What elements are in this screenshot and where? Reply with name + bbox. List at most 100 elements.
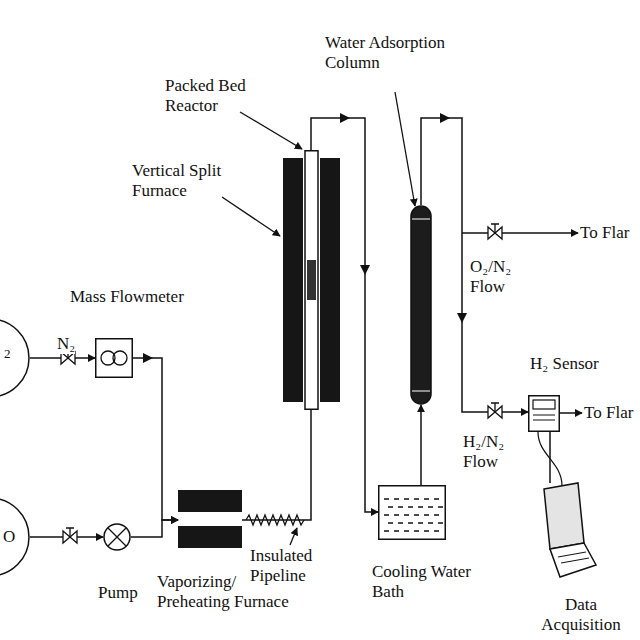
water-dash: [394, 498, 399, 500]
catalyst-bed: [307, 260, 316, 300]
water-dash: [414, 530, 419, 532]
insulation-zigzag: [246, 515, 304, 525]
flow-arrow: [457, 313, 467, 323]
pump-cross: [108, 528, 126, 546]
furnace-half: [178, 526, 242, 548]
gas-cylinder: 2: [0, 318, 30, 398]
flare-line: [462, 232, 578, 234]
leader-line: [395, 92, 415, 206]
pump-symbol: Pump: [103, 523, 131, 551]
sensor-detail: [533, 415, 555, 420]
valve-symbol: [488, 403, 502, 418]
cylinder-outline: [0, 319, 29, 397]
water-dash: [394, 514, 399, 516]
column-body: [411, 206, 431, 404]
flow-arrow: [360, 265, 370, 275]
part-label: Insulated Pipeline: [250, 546, 322, 586]
edge-label: H₂/N₂ Flow: [463, 432, 525, 472]
insulation-zigzag: [246, 515, 304, 525]
water-dash: [438, 506, 443, 508]
pipe-line: [420, 405, 422, 485]
furnace-half: [283, 158, 303, 402]
flowmeter-box: Mass Flowmeter: [95, 338, 133, 378]
furnace-half: [320, 158, 340, 402]
reactor-tube: [305, 151, 318, 410]
pipe-line: [133, 358, 178, 520]
water-dash: [434, 514, 439, 516]
water-dash: [384, 498, 389, 500]
sensor-display: [533, 400, 555, 409]
water-dash: [408, 506, 413, 508]
part-label: O₂/N₂ Flow: [470, 257, 532, 297]
adsorption-column: Water Adsorption Column: [410, 205, 432, 405]
water-dash: [438, 522, 443, 524]
flow-arrow: [340, 113, 350, 123]
node-label: O: [3, 527, 15, 547]
water-dash: [434, 530, 439, 532]
water-dash: [408, 522, 413, 524]
node-label: Water Adsorption Column: [325, 33, 457, 73]
water-dash: [404, 514, 409, 516]
cooling-bath: Cooling Water Bath: [378, 485, 446, 540]
valve-symbol: [488, 224, 502, 239]
water-dash: [388, 522, 393, 524]
flare-line: [560, 412, 582, 414]
reactor-furnace: Packed Bed ReactorVertical Split Furnace: [283, 150, 340, 410]
water-dash: [428, 506, 433, 508]
node-label: H₂ Sensor: [530, 354, 599, 374]
water-dash: [428, 522, 433, 524]
edge-label: N₂: [57, 334, 75, 354]
part-label: To Flar: [580, 223, 629, 243]
water-dash: [384, 530, 389, 532]
sensor-outline: [529, 396, 560, 432]
pump-symbol-shape: [103, 523, 131, 551]
signal-wire: [538, 432, 562, 486]
node-label: Packed Bed Reactor: [165, 76, 257, 116]
water-dash: [394, 530, 399, 532]
reactor-furnace-shape: [283, 150, 340, 410]
water-dash: [398, 522, 403, 524]
column-seam: [412, 219, 430, 391]
water-dash: [418, 522, 423, 524]
water-tank: O: [0, 497, 30, 577]
leader-line: [240, 112, 302, 149]
water-dash: [434, 498, 439, 500]
laptop-keys: [558, 552, 589, 563]
leader-line: [222, 197, 280, 236]
flow-arrow: [143, 353, 153, 363]
node-label: Cooling Water Bath: [372, 562, 484, 602]
water-dash: [398, 506, 403, 508]
flowmeter-outline: [96, 339, 133, 378]
water-dash: [388, 506, 393, 508]
node-label: Data Acquisition: [540, 595, 622, 635]
tank-outline: [0, 498, 29, 576]
water-dash: [424, 530, 429, 532]
laptop-icon: Data Acquisition: [540, 483, 598, 583]
flowmeter-rotor: [113, 351, 127, 365]
water-dash: [424, 498, 429, 500]
pipe-line: [131, 520, 178, 537]
cooling-bath-shape: [378, 485, 446, 540]
leader-line: [290, 528, 297, 545]
flowmeter-box-shape: [95, 338, 133, 378]
preheating-furnace-shape: [178, 490, 242, 548]
furnace-half: [178, 490, 242, 512]
water-dash: [414, 514, 419, 516]
h2-sensor-shape: [528, 395, 560, 432]
node-label: Vertical Split Furnace: [132, 161, 244, 201]
node-label: Mass Flowmeter: [70, 287, 184, 307]
valve-symbol: [63, 528, 77, 543]
preheating-furnace: Vaporizing/ Preheating Furnace: [178, 490, 242, 548]
node-label: Pump: [98, 583, 138, 603]
pump-outline: [104, 524, 130, 550]
water-dash: [404, 530, 409, 532]
water-dash: [414, 498, 419, 500]
water-dash: [384, 514, 389, 516]
bath-outline: [379, 486, 446, 540]
node-label: 2: [4, 344, 11, 364]
pipe-line: [242, 410, 311, 520]
water-dash: [404, 498, 409, 500]
water-dash: [424, 514, 429, 516]
laptop-screen: [544, 483, 584, 549]
flow-arrow: [440, 113, 450, 123]
